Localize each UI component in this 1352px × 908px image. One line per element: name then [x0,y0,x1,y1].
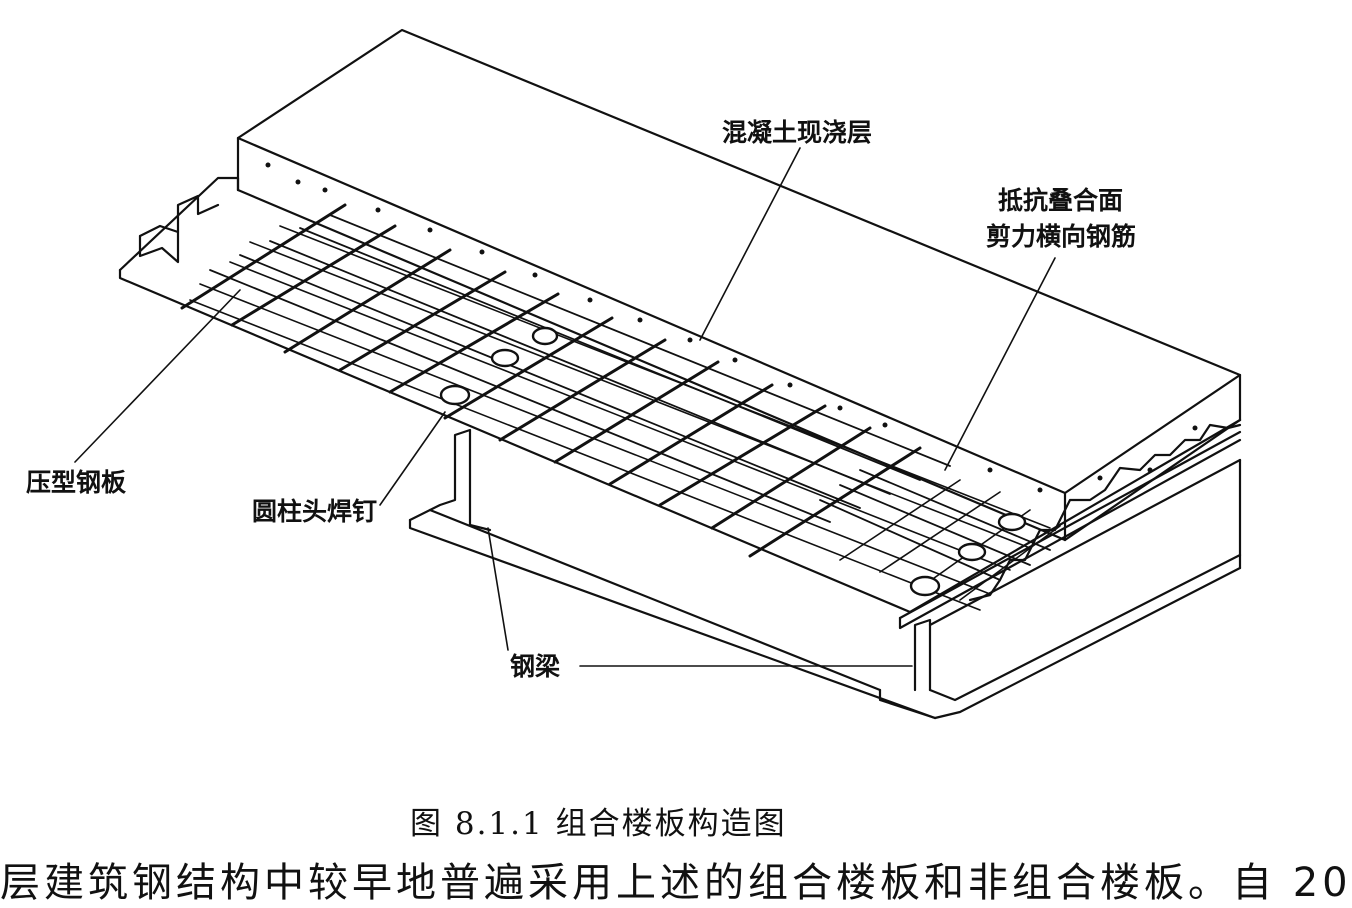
label-concrete: 混凝土现浇层 [722,118,873,147]
composite-floor-diagram [74,28,1242,720]
steel-beam [408,428,1242,720]
transverse-rebars [180,203,922,558]
leader-lines [74,147,1056,667]
label-profiled-sheet: 压型钢板 [26,468,127,497]
shear-studs [439,326,1027,597]
concrete-slab [236,28,1242,542]
label-stud: 圆柱头焊钉 [252,497,378,526]
label-shear-rebar-line2: 剪力横向钢筋 [986,222,1137,251]
label-beam: 钢梁 [510,652,561,681]
body-text-cut: 层建筑钢结构中较早地普遍采用上述的组合楼板和非组合楼板。自 20 [0,860,1352,906]
concrete-aggregate-dots [265,162,1198,493]
profiled-steel-sheet [118,176,1242,630]
longitudinal-rebars [209,214,1051,581]
figure-caption: 图 8.1.1 组合楼板构造图 [410,806,787,842]
label-shear-rebar-line1: 抵抗叠合面 [998,186,1124,215]
